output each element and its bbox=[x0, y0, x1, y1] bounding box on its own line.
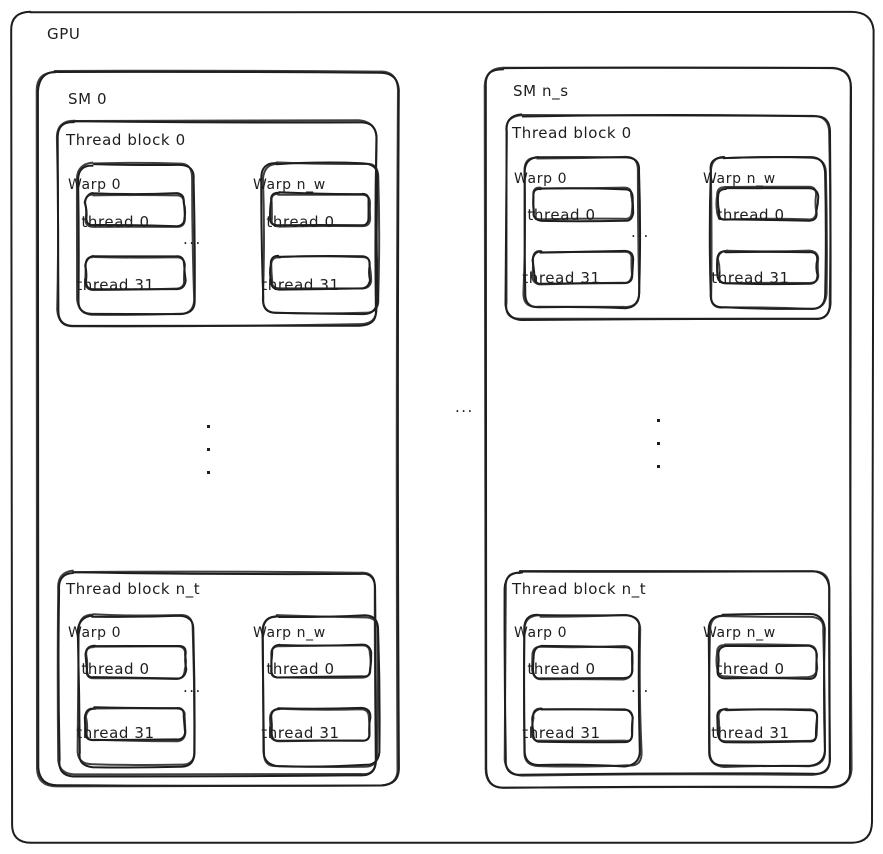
thread-boundary-0-1-1-0 bbox=[270, 643, 373, 679]
thread-block-label-sm0-tb0: Thread block 0 bbox=[66, 131, 186, 149]
thread-block-boundary-1-0 bbox=[504, 113, 832, 321]
warp-label-smn-tbn-wn: Warp n_w bbox=[703, 625, 776, 641]
thread-label-sm0-tb0-wn-t31: thread 31 bbox=[261, 276, 340, 294]
thread-label-sm0-tbn-wn-t0: thread 0 bbox=[266, 660, 335, 678]
ellipsis-dot bbox=[207, 471, 210, 474]
sm-label-n: SM n_s bbox=[513, 82, 569, 100]
thread-block-boundary-0-1 bbox=[56, 569, 377, 778]
thread-label-smn-tbn-w0-t31: thread 31 bbox=[522, 724, 601, 742]
ellipsis-dot bbox=[657, 419, 660, 422]
thread-block-ellipsis-smn bbox=[657, 419, 661, 468]
thread-label-sm0-tbn-w0-t0: thread 0 bbox=[81, 660, 150, 678]
warp-label-sm0-tb0-w0: Warp 0 bbox=[68, 177, 122, 193]
gpu-boundary bbox=[10, 10, 875, 845]
thread-label-smn-tb0-w0-t31: thread 31 bbox=[522, 269, 601, 287]
thread-label-smn-tbn-wn-t0: thread 0 bbox=[716, 660, 785, 678]
sm-ellipsis: ... bbox=[455, 398, 474, 416]
ellipsis-dot bbox=[657, 465, 660, 468]
thread-boundary-1-1-0-1 bbox=[530, 707, 634, 744]
thread-boundary-1-0-0-1 bbox=[531, 249, 635, 286]
sm-boundary-0 bbox=[35, 69, 400, 788]
warp-ellipsis-smn-tb0: ... bbox=[631, 223, 650, 241]
thread-block-label-smn-tbn: Thread block n_t bbox=[512, 580, 647, 598]
thread-boundary-1-0-0-0 bbox=[532, 186, 635, 223]
thread-boundary-1-1-1-0 bbox=[715, 643, 819, 680]
thread-label-smn-tb0-wn-t0: thread 0 bbox=[716, 206, 785, 224]
thread-boundary-1-1-1-1 bbox=[716, 707, 819, 744]
thread-label-smn-tbn-w0-t0: thread 0 bbox=[527, 660, 596, 678]
warp-ellipsis-sm0-tb0: ... bbox=[183, 230, 202, 248]
warp-label-smn-tb0-wn: Warp n_w bbox=[703, 171, 776, 187]
thread-boundary-0-1-0-1 bbox=[83, 706, 187, 743]
thread-boundary-1-0-1-0 bbox=[715, 185, 820, 222]
ellipsis-dot bbox=[207, 448, 210, 451]
thread-boundary-0-1-0-0 bbox=[84, 644, 188, 680]
thread-boundary-0-1-1-1 bbox=[269, 706, 372, 743]
thread-block-ellipsis-sm0 bbox=[207, 425, 211, 474]
thread-block-label-sm0-tbn: Thread block n_t bbox=[66, 580, 201, 598]
thread-boundary-0-0-1-0 bbox=[269, 191, 372, 228]
thread-label-sm0-tb0-wn-t0: thread 0 bbox=[266, 213, 335, 231]
warp-boundary-0-0-0 bbox=[75, 161, 196, 316]
warp-label-sm0-tbn-wn: Warp n_w bbox=[253, 625, 326, 641]
gpu-label: GPU bbox=[47, 25, 81, 43]
thread-label-sm0-tbn-w0-t31: thread 31 bbox=[76, 724, 155, 742]
thread-label-sm0-tbn-wn-t31: thread 31 bbox=[261, 724, 340, 742]
thread-label-smn-tbn-wn-t31: thread 31 bbox=[711, 724, 790, 742]
warp-boundary-0-1-0 bbox=[76, 613, 196, 769]
warp-boundary-1-0-0 bbox=[522, 155, 642, 310]
warp-label-smn-tbn-w0: Warp 0 bbox=[514, 625, 568, 641]
warp-boundary-1-0-1 bbox=[708, 155, 828, 310]
thread-boundary-0-0-0-0 bbox=[83, 192, 187, 228]
thread-boundary-0-0-1-1 bbox=[269, 254, 373, 291]
warp-ellipsis-sm0-tbn: ... bbox=[183, 678, 202, 696]
warp-boundary-1-1-0 bbox=[523, 613, 643, 768]
warp-label-sm0-tb0-wn: Warp n_w bbox=[253, 177, 326, 193]
sm-label-0: SM 0 bbox=[68, 90, 108, 108]
ellipsis-dot bbox=[657, 442, 660, 445]
thread-label-sm0-tb0-w0-t0: thread 0 bbox=[81, 213, 150, 231]
warp-boundary-0-0-1 bbox=[260, 161, 381, 316]
warp-boundary-0-1-1 bbox=[261, 614, 381, 768]
sm-boundary-1 bbox=[483, 66, 853, 789]
warp-label-sm0-tbn-w0: Warp 0 bbox=[68, 625, 122, 641]
ellipsis-dot bbox=[207, 425, 210, 428]
thread-block-boundary-0-0 bbox=[55, 119, 378, 328]
thread-block-label-smn-tb0: Thread block 0 bbox=[512, 124, 632, 142]
thread-label-smn-tb0-w0-t0: thread 0 bbox=[527, 206, 596, 224]
thread-label-sm0-tb0-w0-t31: thread 31 bbox=[76, 276, 155, 294]
warp-ellipsis-smn-tbn: ... bbox=[631, 678, 650, 696]
thread-label-smn-tb0-wn-t31: thread 31 bbox=[711, 269, 790, 287]
thread-boundary-0-0-0-1 bbox=[84, 255, 187, 291]
thread-block-boundary-1-1 bbox=[503, 570, 832, 777]
warp-boundary-1-1-1 bbox=[707, 612, 826, 768]
thread-boundary-1-0-1-1 bbox=[716, 249, 820, 286]
warp-label-smn-tb0-w0: Warp 0 bbox=[514, 171, 568, 187]
thread-boundary-1-1-0-0 bbox=[531, 644, 634, 681]
